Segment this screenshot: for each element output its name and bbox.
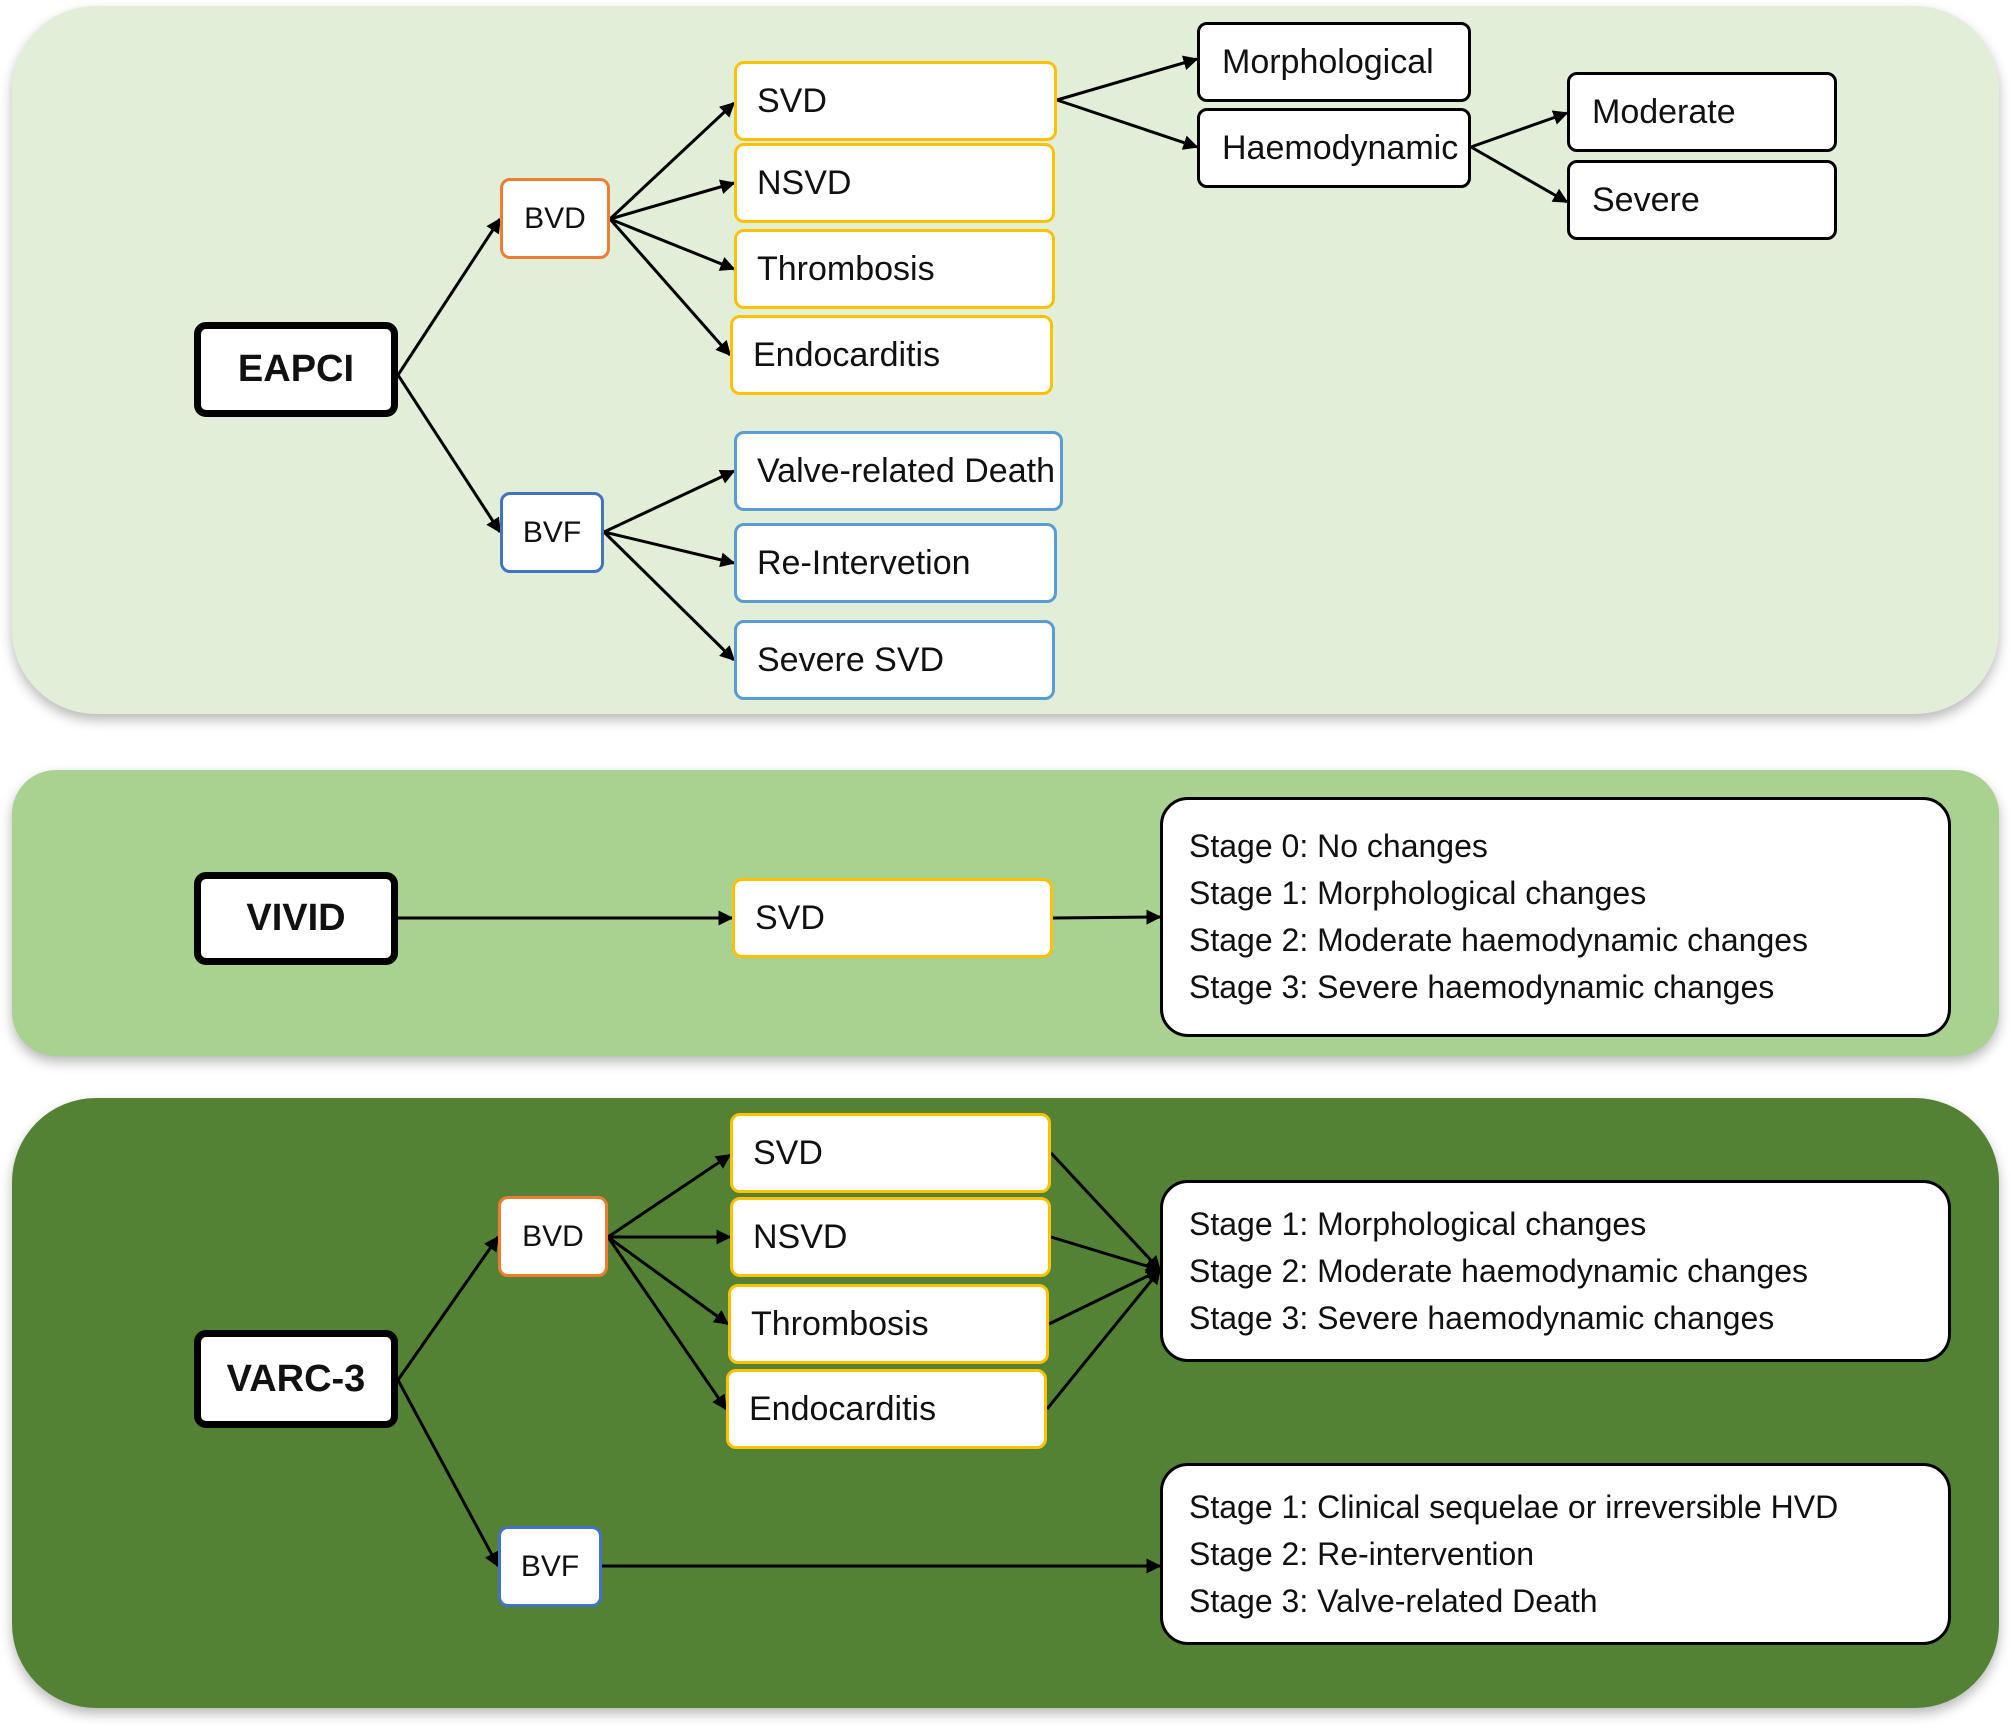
vivid-svd: SVD: [732, 878, 1053, 958]
eapci-nsvd: NSVD: [734, 143, 1055, 223]
eapci-severe: Severe: [1567, 160, 1837, 240]
arrow-bvf-death: [603, 469, 736, 534]
arrow-varc3-bvf: [396, 1379, 500, 1568]
varc3-bvf-stage-1: Stage 1: Clinical sequelae or irreversib…: [1189, 1488, 1839, 1525]
arrow-eapci-bvd: [396, 217, 502, 376]
varc3-bvf-stage-3: Stage 3: Valve-related Death: [1189, 1582, 1598, 1619]
arrow-varc3-svd-stages: [1049, 1151, 1162, 1272]
arrow-haemo-severe: [1470, 145, 1569, 204]
eapci-morphological: Morphological: [1197, 22, 1471, 102]
arrow-varc3-bvd-svd: [607, 1153, 732, 1239]
arrow-bvf-reintervention: [603, 530, 736, 568]
arrow-bvd-thrombosis: [609, 217, 736, 271]
vivid-stages-box: Stage 0: No changes Stage 1: Morphologic…: [1160, 797, 1951, 1037]
eapci-endocarditis: Endocarditis: [730, 315, 1053, 395]
eapci-bvf: BVF: [500, 492, 604, 573]
varc3-bvd-stages-box: Stage 1: Morphological changes Stage 2: …: [1160, 1180, 1951, 1362]
arrow-varc3-bvd-endocarditis: [606, 1236, 728, 1411]
arrow-varc3-bvd-thrombosis: [607, 1235, 730, 1326]
vivid-stage-0: Stage 0: No changes: [1189, 828, 1488, 864]
vivid-stage-1: Stage 1: Morphological changes: [1189, 875, 1647, 911]
eapci-re-intervention: Re-Intervetion: [734, 523, 1057, 603]
vivid-root: VIVID: [194, 872, 398, 965]
varc3-bvd-stage-1: Stage 1: Morphological changes: [1189, 1205, 1647, 1242]
vivid-stage-2: Stage 2: Moderate haemodynamic changes: [1189, 922, 1809, 958]
varc3-bvd: BVD: [498, 1196, 608, 1277]
varc3-bvf-stages-box: Stage 1: Clinical sequelae or irreversib…: [1160, 1463, 1951, 1645]
eapci-root: EAPCI: [194, 322, 398, 417]
varc3-thrombosis: Thrombosis: [728, 1284, 1049, 1364]
arrow-varc3-nsvd-stages: [1050, 1235, 1162, 1274]
eapci-valve-related-death: Valve-related Death: [734, 431, 1063, 511]
arrow-vivid-svd-stages: [1052, 909, 1162, 925]
arrow-bvd-endocarditis: [608, 218, 732, 357]
arrow-haemo-moderate: [1470, 110, 1569, 149]
varc3-endocarditis: Endocarditis: [726, 1369, 1047, 1449]
arrow-svd-morphological: [1056, 55, 1199, 102]
arrow-varc3-bvd: [396, 1235, 500, 1381]
eapci-haemodynamic: Haemodynamic: [1197, 108, 1471, 188]
varc3-bvd-stage-2: Stage 2: Moderate haemodynamic changes: [1189, 1252, 1809, 1289]
varc3-svd: SVD: [730, 1113, 1051, 1193]
arrow-varc3-thrombosis-stages: [1048, 1268, 1162, 1326]
arrow-bvf-severe-svd: [602, 530, 736, 662]
varc3-nsvd: NSVD: [730, 1197, 1051, 1277]
arrow-svd-haemodynamic: [1056, 98, 1199, 150]
arrow-eapci-bvf: [396, 374, 502, 534]
eapci-severe-svd: Severe SVD: [734, 620, 1055, 700]
varc3-root: VARC-3: [194, 1330, 398, 1428]
varc3-bvf-stage-2: Stage 2: Re-intervention: [1189, 1535, 1535, 1572]
arrow-bvd-nsvd: [609, 179, 736, 221]
vivid-stage-3: Stage 3: Severe haemodynamic changes: [1189, 969, 1775, 1005]
varc3-bvd-stage-3: Stage 3: Severe haemodynamic changes: [1189, 1299, 1775, 1336]
arrow-bvd-svd: [608, 101, 736, 221]
eapci-moderate: Moderate: [1567, 72, 1837, 152]
varc3-bvf: BVF: [498, 1526, 602, 1607]
eapci-bvd: BVD: [500, 178, 610, 259]
eapci-svd: SVD: [734, 61, 1057, 141]
eapci-thrombosis: Thrombosis: [734, 229, 1055, 309]
arrow-varc3-endocarditis-stages: [1045, 1268, 1162, 1410]
